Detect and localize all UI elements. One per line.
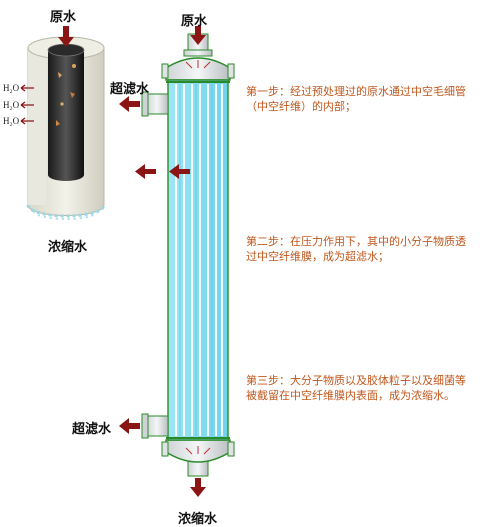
- module-inlet-arrow: [190, 26, 206, 45]
- step-three-text: 第三步：大分子物质以及胶体粒子以及细菌等被截留在中空纤维膜内表面，成为浓缩水。: [246, 374, 466, 402]
- membrane-module: [141, 33, 235, 477]
- lower-ultrafiltrate-arrow: [119, 418, 140, 434]
- upper-permeate-port: [141, 91, 169, 117]
- raw-water-inlet-arrow: [58, 26, 74, 47]
- lower-permeate-port: [141, 413, 169, 439]
- permeate-arrows: [20, 84, 34, 125]
- raw-water-label-left: 原水: [50, 10, 77, 25]
- h2o-label: H₂O: [3, 100, 20, 110]
- concentrate-label-left: 浓缩水: [48, 240, 88, 255]
- ultrafiltrate-label-lower: 超滤水: [72, 422, 112, 437]
- ultrafiltrate-label-upper: 超滤水: [110, 82, 150, 97]
- step-two-text: 第二步：在压力作用下，其中的小分子物质透过中空纤维膜，成为超滤水；: [246, 235, 466, 263]
- h2o-label: H₂O: [3, 83, 20, 93]
- upper-ultrafiltrate-arrow: [119, 96, 140, 112]
- hollow-fiber-illustration: [26, 36, 106, 220]
- raw-water-label-top: 原水: [181, 14, 208, 29]
- lateral-flow-arrows: [135, 164, 190, 179]
- h2o-label: H₂O: [3, 116, 20, 126]
- module-concentrate-arrow: [190, 478, 206, 497]
- concentrate-label-bottom: 浓缩水: [178, 512, 218, 527]
- step-one-text: 第一步：经过预处理过的原水通过中空毛细管（中空纤维）的内部；: [246, 85, 466, 113]
